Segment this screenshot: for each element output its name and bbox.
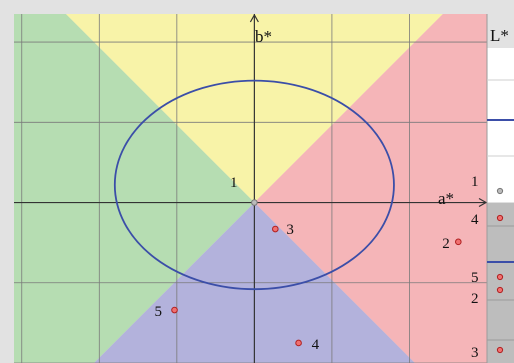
origin-marker	[251, 199, 258, 206]
lightness-scale-label-3: 3	[471, 345, 479, 361]
lightness-marker-3	[496, 346, 504, 354]
lightness-bar: L* 1 4 5 2 3	[471, 14, 514, 363]
axes	[14, 13, 488, 363]
plot-area: 2 3 4 5	[14, 13, 488, 363]
lightness-marker-5	[496, 273, 504, 281]
lightness-scale-label-5: 5	[471, 270, 479, 286]
data-point-label-2: 2	[442, 236, 450, 252]
lightness-marker-2	[496, 286, 504, 294]
red-region	[254, 14, 487, 363]
green-region	[14, 14, 255, 363]
lightness-label: L*	[490, 26, 509, 45]
data-point-label-4: 4	[312, 337, 320, 353]
lightness-scale-label-1: 1	[471, 174, 479, 190]
data-point-2	[455, 238, 462, 246]
y-axis-label: b*	[255, 27, 272, 46]
data-points: 2 3 4 5	[155, 222, 462, 353]
tolerance-ellipse	[113, 79, 395, 291]
data-point-label-5: 5	[155, 304, 163, 320]
lightness-scale-label-2: 2	[471, 291, 479, 307]
lightness-marker-4	[496, 214, 504, 222]
lightness-marker-1	[496, 187, 504, 195]
x-axis-label: a*	[438, 189, 454, 208]
lightness-scale-label-4: 4	[471, 212, 479, 228]
lightness-bar-upper	[487, 48, 514, 203]
origin-label: 1	[230, 175, 238, 191]
data-point-5	[171, 306, 178, 314]
data-point-3	[272, 225, 279, 233]
y-axis-arrow	[249, 13, 259, 23]
x-axis-arrow	[478, 198, 488, 208]
hue-regions	[14, 14, 487, 363]
lightness-bar-lower	[487, 202, 514, 363]
data-point-label-3: 3	[286, 222, 294, 238]
ellipse-layer	[113, 79, 395, 291]
data-point-4	[295, 339, 302, 347]
